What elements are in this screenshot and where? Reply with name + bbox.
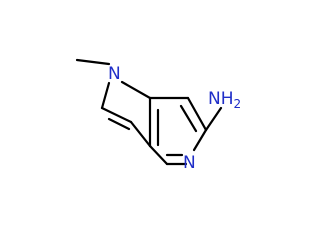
atom-h-amine: H <box>221 89 234 109</box>
bond-c2-c3-outer <box>100 106 133 124</box>
bond-n1-c2 <box>100 81 111 110</box>
bond-c3-c3a <box>129 120 152 148</box>
bond-c7a-n1 <box>120 80 152 100</box>
bond-c7-c6-inner <box>179 104 198 133</box>
atom-n-amine: N <box>208 89 221 109</box>
bond-methyl <box>75 58 111 66</box>
atom-n-ring: N <box>183 153 196 173</box>
bond-c6-n5 <box>192 128 208 152</box>
atom-n-methyl: N <box>108 64 121 84</box>
amine-h-count: 2 <box>234 97 242 111</box>
amine-label: NH2 <box>208 89 241 111</box>
bond-c6-nh2 <box>204 106 223 132</box>
molecule-drawing: N N NH2 <box>75 58 241 173</box>
bond-c7-c6-outer <box>186 96 208 132</box>
bond-c4-c3a <box>148 144 169 166</box>
bond-c2-c3-inner <box>107 117 131 131</box>
structure-canvas: N N NH2 <box>75 58 242 173</box>
